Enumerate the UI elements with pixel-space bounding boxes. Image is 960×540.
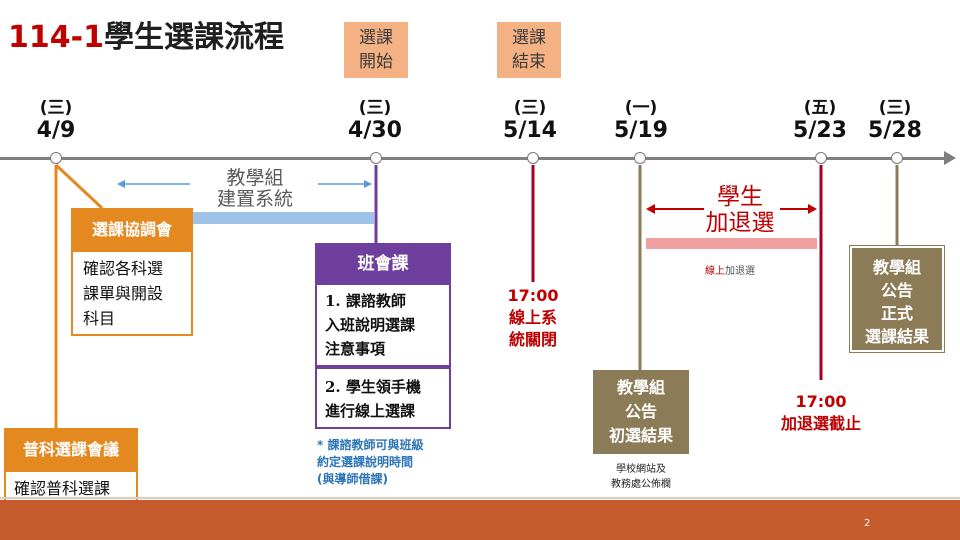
preliminary-results-box: 教學組 公告 初選結果 [593, 370, 689, 454]
page-number: 2 [864, 518, 871, 529]
coordination-meeting-header: 選課協調會 [71, 208, 193, 252]
day-label: (三) [358, 98, 392, 118]
system-close-time: 17:00 [507, 286, 559, 305]
system-setup-bar [190, 212, 374, 224]
date-label: 4/9 [36, 118, 76, 143]
timeline-marker [370, 152, 382, 164]
day-label: (三) [878, 98, 912, 118]
arrow-right-icon [808, 204, 817, 214]
system-setup-label: 教學組 建置系統 [195, 168, 315, 210]
class-meeting-note: * 課諮教師可與班級 約定選課說明時間 (與導師借課) [317, 438, 424, 486]
day-label: (一) [624, 98, 658, 118]
date-label: 5/14 [503, 118, 557, 143]
page-title: 114-1學生選課流程 [8, 12, 284, 56]
date-label: 5/23 [793, 118, 847, 143]
timeline-marker [891, 152, 903, 164]
deadline-text: 加退選截止 [780, 414, 861, 433]
selection-end-label: 選課 結束 [497, 22, 561, 78]
coordination-meeting-body: 確認各科選 課單與開設 科目 [71, 252, 193, 336]
footer-divider [0, 497, 960, 499]
arrow-right-icon [364, 180, 372, 188]
arrow-left-icon [646, 204, 655, 214]
timeline-arrow-icon [944, 151, 956, 165]
timeline-marker [527, 152, 539, 164]
system-setup-line1: 教學組 [226, 167, 284, 189]
timeline-marker [815, 152, 827, 164]
arrow-left-icon [117, 180, 125, 188]
footer-bar [0, 500, 960, 540]
system-setup-line2: 建置系統 [216, 188, 293, 210]
class-meeting-header: 班會課 [315, 243, 451, 285]
day-label: (五) [803, 98, 837, 118]
online-add-drop-label: 線上加退選 [680, 262, 780, 277]
selection-start-label: 選課 開始 [344, 22, 408, 78]
class-meeting-item1: 1. 課諮教師 入班說明選課 注意事項 [315, 285, 451, 367]
online-add-drop-suffix: 加退選 [725, 266, 755, 277]
general-meeting-header: 普科選課會議 [4, 428, 138, 472]
add-drop-title-line1: 學生 [717, 184, 763, 210]
deadline-time: 17:00 [795, 392, 847, 411]
day-label: (三) [39, 98, 73, 118]
day-label: (三) [513, 98, 547, 118]
add-drop-bar [646, 238, 817, 249]
online-add-drop-prefix: 線上 [705, 266, 725, 277]
final-results-box: 教學組 公告 正式 選課結果 [849, 245, 945, 353]
preliminary-results-note: 學校網站及 教務處公佈欄 [611, 464, 671, 490]
timeline-marker [50, 152, 62, 164]
date-label: 5/28 [868, 118, 922, 143]
date-label: 4/30 [348, 118, 402, 143]
date-label: 5/19 [614, 118, 668, 143]
system-close-text: 線上系 統關閉 [508, 308, 557, 349]
class-meeting-item2: 2. 學生領手機 進行線上選課 [315, 367, 451, 429]
title-number: 114-1 [8, 20, 104, 55]
title-text: 學生選課流程 [103, 20, 284, 55]
add-drop-title: 學生 加退選 [690, 184, 790, 236]
timeline-marker [634, 152, 646, 164]
connector-coordination [54, 163, 104, 210]
timeline-axis [0, 157, 946, 160]
add-drop-title-line2: 加退選 [705, 210, 775, 236]
